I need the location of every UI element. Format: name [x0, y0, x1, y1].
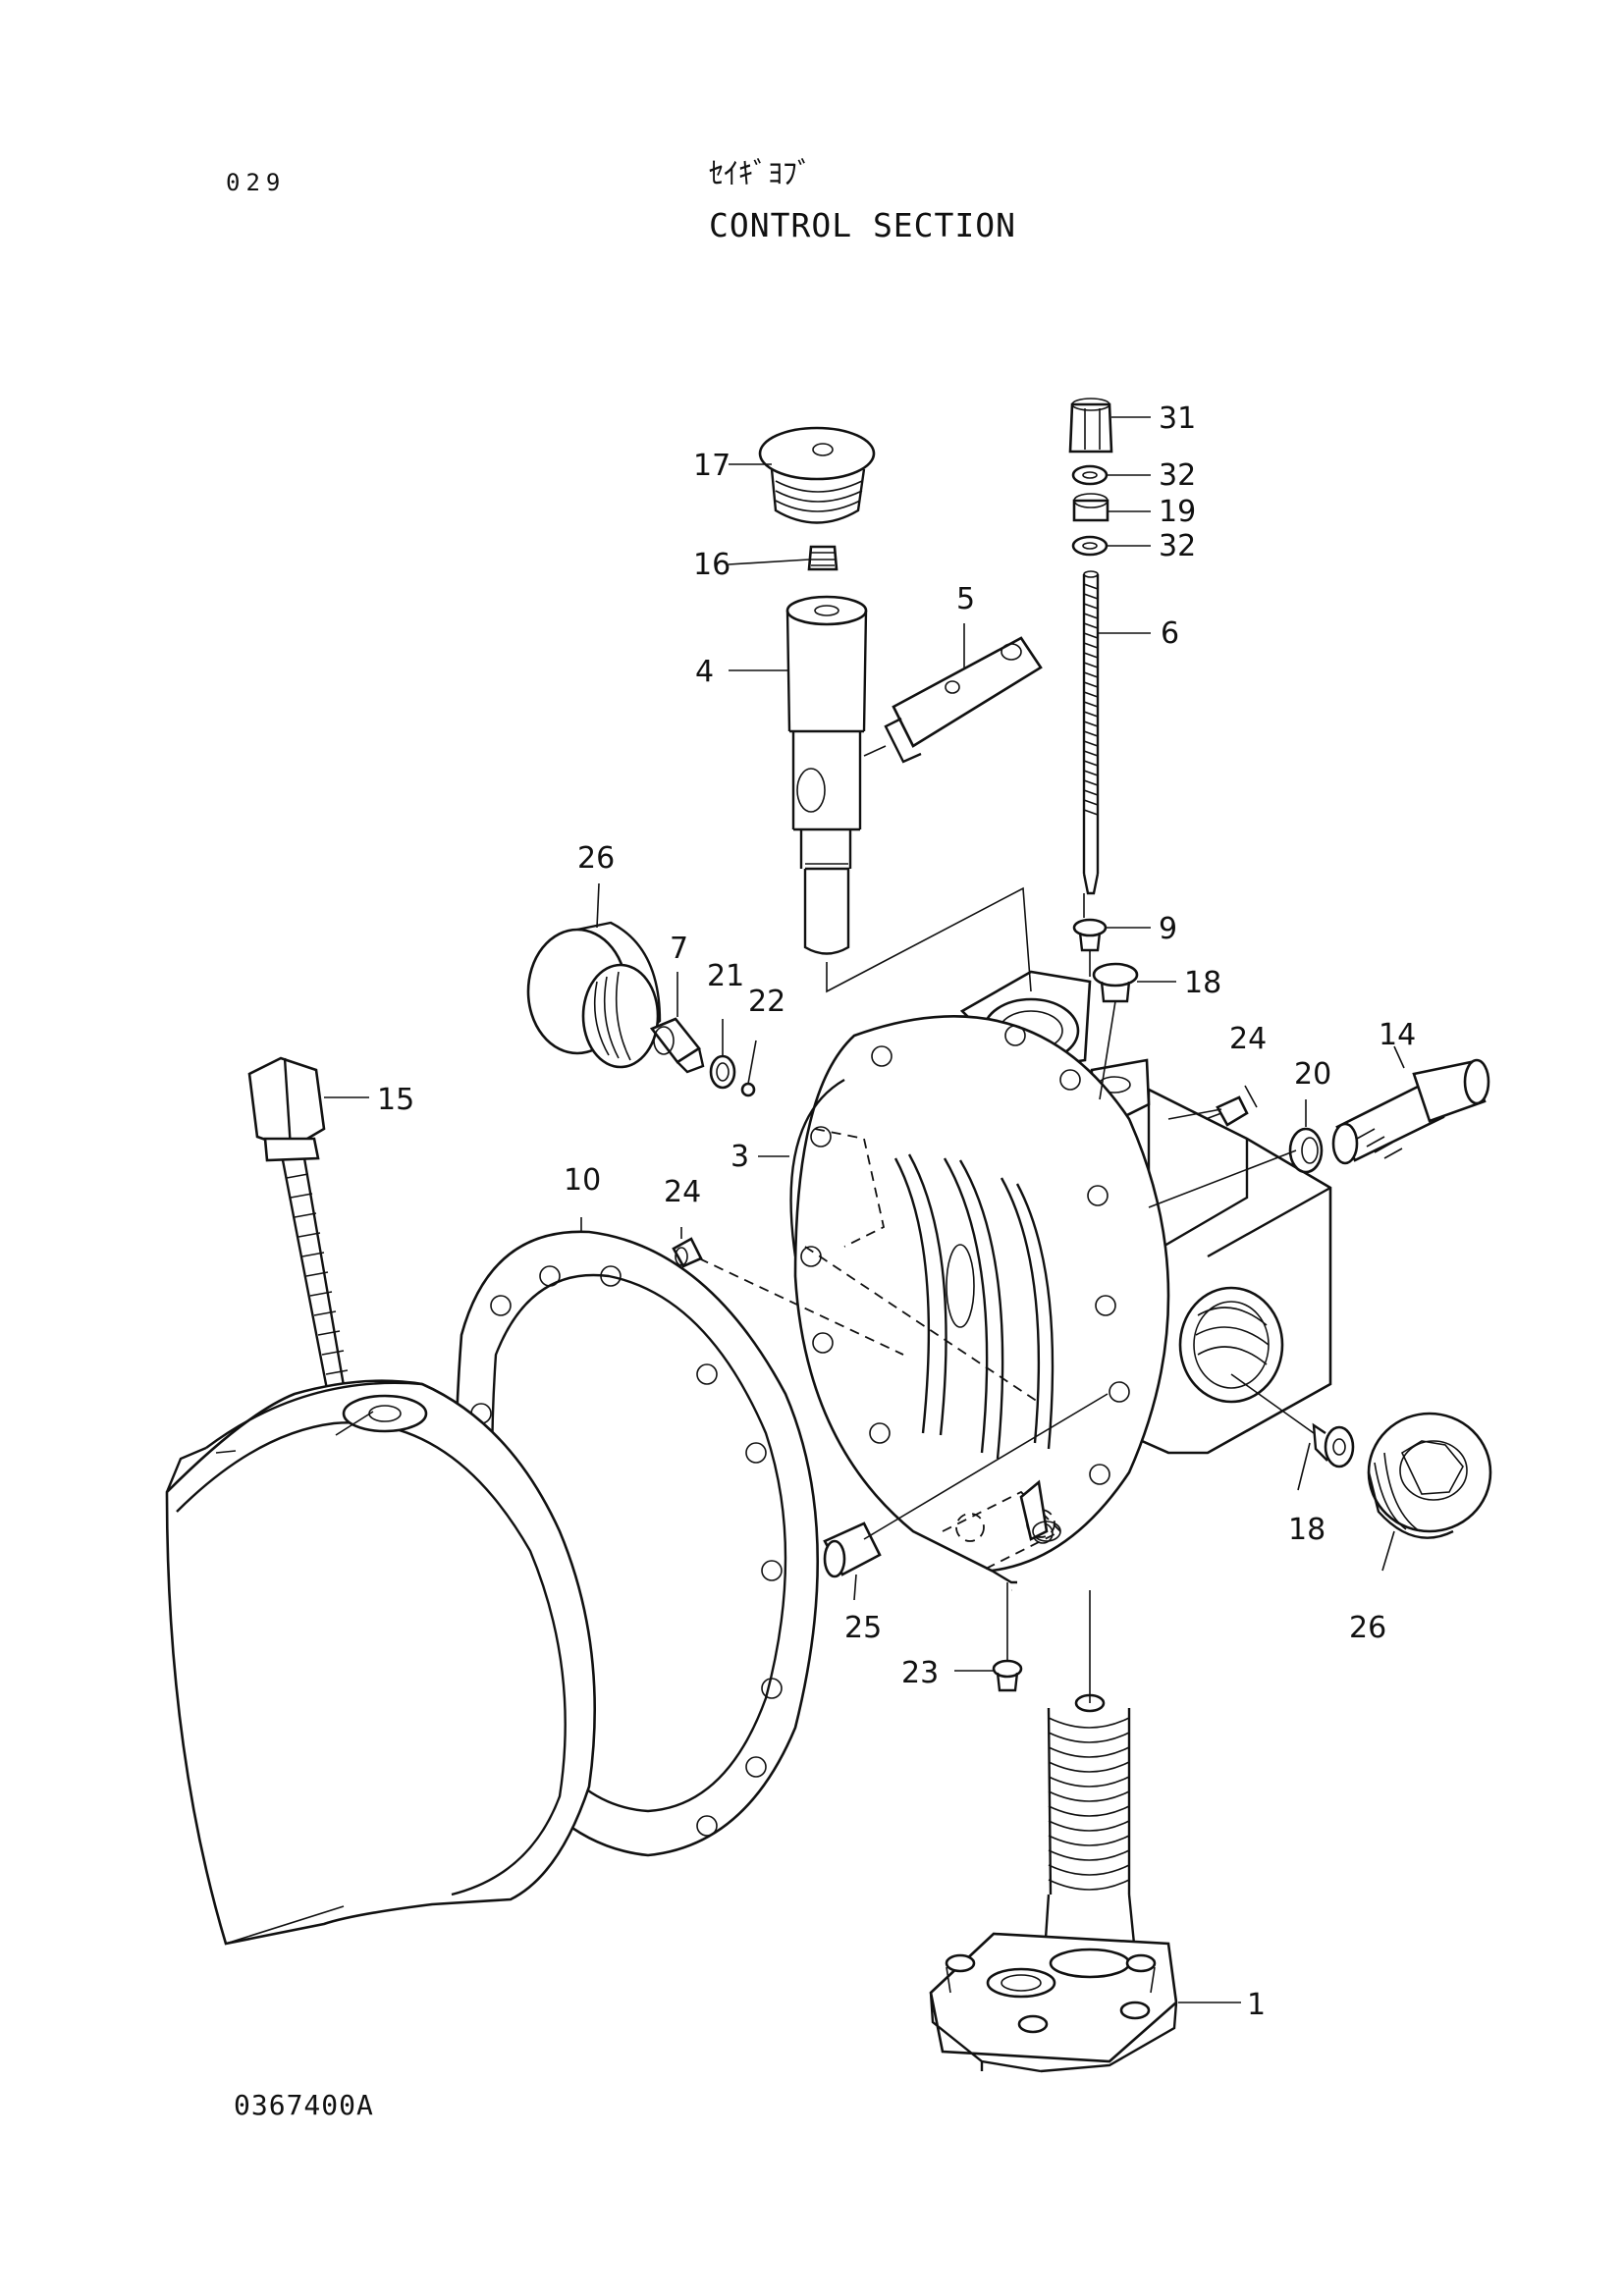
callout-22: 22 — [748, 985, 785, 1019]
callout-25: 25 — [844, 1611, 882, 1645]
callout-5: 5 — [956, 582, 975, 616]
callout-20: 20 — [1294, 1057, 1331, 1092]
part-23-screw — [992, 1659, 1023, 1692]
callout-16: 16 — [693, 548, 730, 582]
callout-labels: 17 16 4 5 31 32 19 32 6 9 18 26 7 21 22 … — [377, 401, 1416, 2022]
part-7-fitting — [649, 1017, 705, 1074]
part-18-plug-lower — [1312, 1422, 1355, 1468]
part-24-screw-right — [1205, 1095, 1249, 1127]
part-16-set-screw — [807, 545, 839, 571]
part-18-plug-upper — [1092, 962, 1139, 1003]
part-6-adjusting-rod — [1082, 570, 1100, 895]
callout-10: 10 — [564, 1163, 601, 1198]
callout-17: 17 — [693, 449, 730, 483]
part-20-washer — [1288, 1127, 1324, 1174]
part-25-dowel-pin — [823, 1522, 882, 1578]
callout-21: 21 — [707, 959, 744, 993]
part-15-hex-bolt — [247, 1056, 353, 1436]
callout-7: 7 — [670, 932, 688, 966]
page-number: 029 — [226, 169, 287, 196]
callout-24-left: 24 — [664, 1175, 701, 1209]
callout-4: 4 — [695, 655, 714, 689]
part-26-plug-left — [526, 921, 662, 1069]
callout-18-lower: 18 — [1288, 1513, 1325, 1547]
callout-18-upper: 18 — [1184, 966, 1221, 1000]
part-17-plug — [758, 426, 876, 524]
part-32-washer-upper — [1071, 464, 1109, 486]
part-21-o-ring — [709, 1054, 736, 1090]
callout-9: 9 — [1159, 912, 1177, 946]
title-japanese: ｾｲｷﾞﾖﾌﾞ — [709, 157, 812, 191]
part-9-plug-small — [1072, 918, 1108, 952]
part-1-servo-assembly — [929, 1693, 1178, 2073]
drawing-number: 0367400A — [234, 2089, 374, 2121]
part-14-bolt — [1331, 1058, 1490, 1165]
part-26-plug-right — [1367, 1412, 1492, 1539]
callout-24-right: 24 — [1229, 1022, 1267, 1056]
callout-14: 14 — [1379, 1018, 1416, 1052]
callout-19: 19 — [1159, 495, 1196, 529]
callout-32-lower: 32 — [1159, 529, 1196, 563]
part-32-washer-lower — [1071, 535, 1109, 557]
callout-15: 15 — [377, 1083, 414, 1117]
part-4-piston — [785, 595, 868, 955]
callout-6: 6 — [1161, 616, 1179, 651]
callout-26-right: 26 — [1349, 1611, 1386, 1645]
part-31-cap-nut — [1068, 398, 1113, 454]
callout-32-upper: 32 — [1159, 458, 1196, 493]
callout-3: 3 — [730, 1140, 749, 1174]
part-5-pin — [863, 636, 1043, 764]
callout-23: 23 — [901, 1656, 939, 1690]
callout-1: 1 — [1247, 1988, 1266, 2022]
part-3-control-body — [789, 970, 1332, 1584]
page-title: CONTROL SECTION — [709, 206, 1017, 244]
part-19-nut — [1072, 493, 1109, 522]
part-24-screw-left — [672, 1237, 703, 1268]
part-22-ball — [740, 1082, 756, 1097]
callout-31: 31 — [1159, 401, 1196, 436]
pump-housing — [165, 1379, 597, 1946]
callout-26-left: 26 — [577, 841, 615, 876]
leader-lines — [324, 416, 1405, 2003]
